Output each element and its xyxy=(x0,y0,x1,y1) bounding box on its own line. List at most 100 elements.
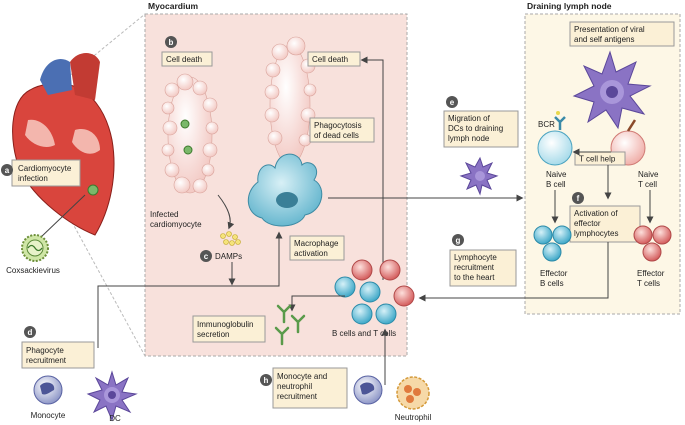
step-d-letter: d xyxy=(28,328,33,337)
antigen-presenting-dc xyxy=(572,50,652,130)
step-b-letter: b xyxy=(169,38,174,47)
coxsackievirus-icon xyxy=(21,234,49,262)
step-b-text: Cell death xyxy=(166,55,202,64)
step-e-badge xyxy=(446,96,458,108)
antibody-icon xyxy=(274,304,306,346)
dendritic-cell xyxy=(86,370,138,422)
virus-to-heart-line xyxy=(39,194,86,239)
monocyte-nucleus-2 xyxy=(360,382,375,395)
step-h-line3: recruitment xyxy=(277,392,318,401)
phagocytosis-label-2: of dead cells xyxy=(314,131,359,140)
naive-b-cell xyxy=(537,130,573,166)
effector-t-cells xyxy=(633,225,672,262)
immunoglobulin-label-2: secretion xyxy=(197,330,229,339)
step-g-line2: recruitment xyxy=(454,263,495,272)
migrating-dc-icon xyxy=(459,156,499,196)
dead-cell-phagocytosed xyxy=(264,36,317,166)
step-f-box xyxy=(569,205,641,243)
step-e-line1: Migration of xyxy=(448,114,491,123)
lymph-node-title: Draining lymph node xyxy=(527,1,612,11)
t-cell-help-label: T cell help xyxy=(579,155,616,164)
coxsackievirus-label: Coxsackievirus xyxy=(6,266,60,275)
infected-cardiomyocyte xyxy=(161,73,219,194)
naive-t-label-1: Naive xyxy=(638,170,659,179)
heart-illustration xyxy=(12,53,115,236)
to-cell-death-arrow xyxy=(360,56,384,280)
virus-particle-icon xyxy=(180,119,190,129)
effector-b-label-1: Effector xyxy=(540,269,568,278)
myocardium-title: Myocardium xyxy=(148,1,199,11)
effector-b-label-2: B cells xyxy=(540,279,564,288)
step-d-line2: recruitment xyxy=(26,356,67,365)
step-e-box xyxy=(443,110,519,148)
effector-b-cells xyxy=(533,225,572,262)
phagocyte-recruitment-arrow xyxy=(97,231,283,348)
step-g-letter: g xyxy=(456,236,461,245)
naive-b-label-2: B cell xyxy=(546,180,566,189)
cell-death-top-box xyxy=(307,51,361,67)
infected-cell-icon xyxy=(87,184,99,196)
bcr-label: BCR xyxy=(538,120,555,129)
step-c-letter: c xyxy=(204,252,209,261)
presentation-label-1: Presentation of viral xyxy=(574,25,645,34)
lymphocyte-recruitment-arrow xyxy=(418,242,609,302)
immunoglobulin-label-1: Immunoglobulin xyxy=(197,320,253,329)
immunoglobulin-box xyxy=(192,315,266,343)
step-c-badge xyxy=(200,250,212,262)
neutrophil-cell xyxy=(396,376,430,410)
step-d-badge xyxy=(24,326,36,338)
step-g-line1: Lymphocyte xyxy=(454,253,497,262)
macrophage-box xyxy=(289,235,345,261)
step-b-box xyxy=(161,51,213,67)
phagocytosis-box xyxy=(309,117,375,143)
presentation-box xyxy=(569,21,675,47)
naive-b-label-1: Naive xyxy=(546,170,567,179)
step-b-badge xyxy=(165,36,177,48)
step-g-badge xyxy=(452,234,464,246)
infected-label-1: Infected xyxy=(150,210,178,219)
step-f-line2: effector xyxy=(574,219,601,228)
step-h-line2: neutrophil xyxy=(277,382,312,391)
cell-death-top-label: Cell death xyxy=(312,55,348,64)
monocyte-label: Monocyte xyxy=(31,411,66,420)
to-immunoglobulin-arrow xyxy=(288,295,345,312)
step-g-line3: to the heart xyxy=(454,273,495,282)
virus-particle-icon xyxy=(183,145,193,155)
step-e-line3: lymph node xyxy=(448,134,490,143)
step-d-line1: Phagocyte xyxy=(26,346,64,355)
macrophage-cell xyxy=(247,153,323,227)
step-a-badge xyxy=(1,164,13,176)
step-d-box xyxy=(21,341,95,369)
antigen-dot xyxy=(556,111,560,115)
step-f-letter: f xyxy=(577,194,580,203)
step-e-line2: DCs to draining xyxy=(448,124,503,133)
step-g-box xyxy=(449,249,517,287)
macrophage-label-2: activation xyxy=(294,249,328,258)
step-a-line1: Cardiomyocyte xyxy=(18,164,72,173)
naive-t-label-2: T cell xyxy=(638,180,657,189)
effector-t-label-1: Effector xyxy=(637,269,665,278)
step-f-line3: lymphocytes xyxy=(574,229,618,238)
macrophage-nucleus xyxy=(276,192,298,208)
step-e-letter: e xyxy=(450,98,455,107)
step-h-box xyxy=(272,367,348,409)
bcr-receptor-icon xyxy=(554,116,566,130)
step-h-badge xyxy=(260,374,272,386)
phagocytosis-label-1: Phagocytosis xyxy=(314,121,362,130)
dc-label: DC xyxy=(109,414,121,423)
infected-label-2: cardiomyocyte xyxy=(150,220,202,229)
step-c-text: DAMPs xyxy=(215,252,242,261)
damps-icon xyxy=(220,231,241,246)
step-h-line1: Monocyte and xyxy=(277,372,327,381)
b-and-t-cells-label: B cells and T cells xyxy=(332,329,396,338)
effector-t-label-2: T cells xyxy=(637,279,660,288)
presentation-label-2: and self antigens xyxy=(574,35,635,44)
step-h-letter: h xyxy=(264,376,269,385)
cell-to-damps-arrow xyxy=(217,194,235,230)
neutrophil-label: Neutrophil xyxy=(395,413,432,422)
tcr-receptor-icon xyxy=(626,119,637,132)
b-and-t-cells-cluster xyxy=(334,259,415,325)
step-f-badge xyxy=(572,192,584,204)
